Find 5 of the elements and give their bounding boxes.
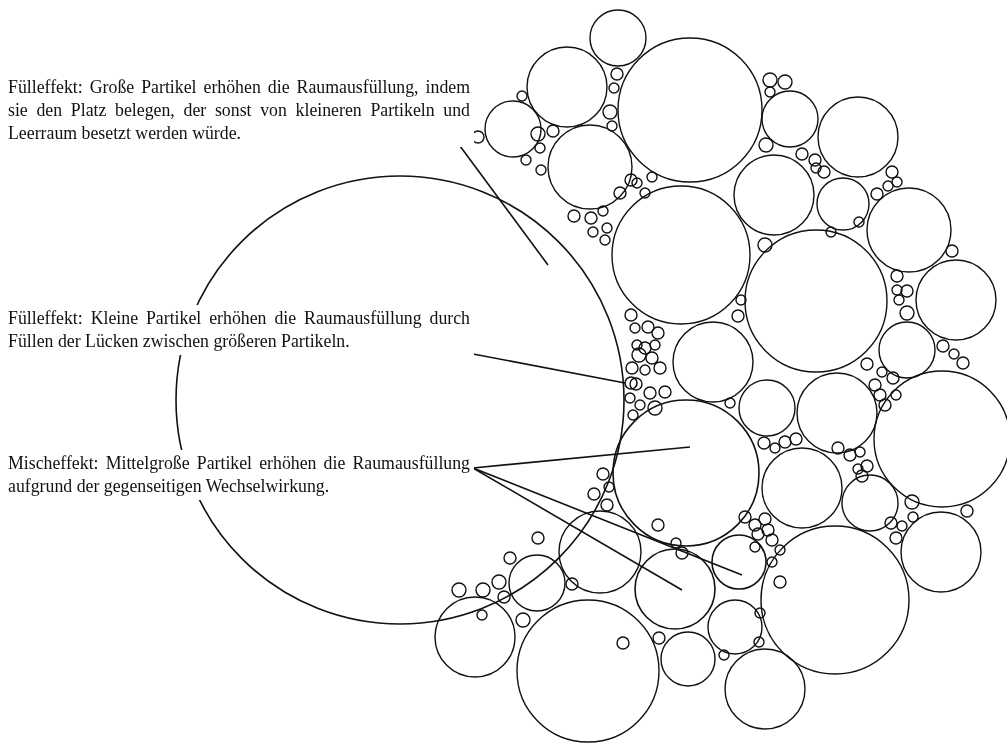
particle-circle: [711, 534, 767, 590]
small-particle-circle: [624, 376, 638, 390]
particle-circle: [634, 548, 716, 630]
leader-line: [459, 145, 549, 266]
particle-circle: [612, 399, 760, 547]
